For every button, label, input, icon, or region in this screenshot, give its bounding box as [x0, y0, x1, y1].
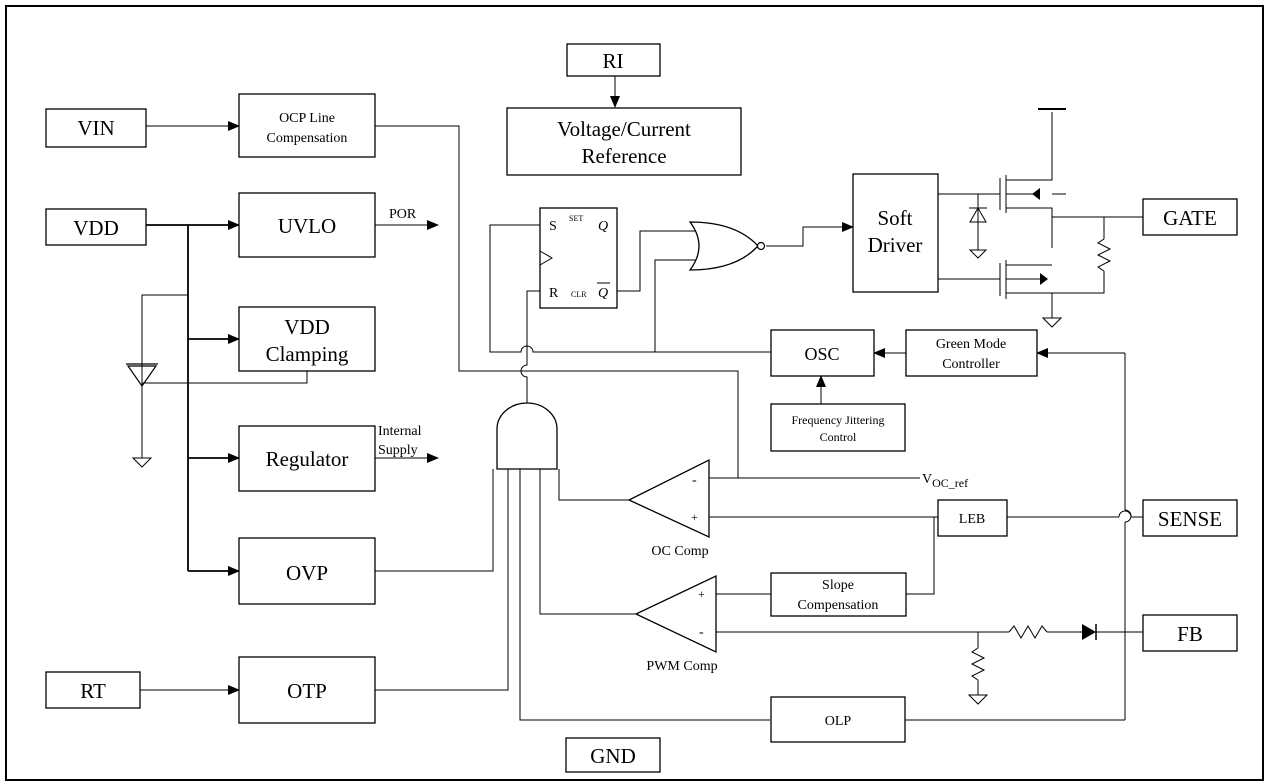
ff-q: Q: [598, 219, 608, 234]
vdd-clamp-line2: Clamping: [266, 342, 349, 366]
blocks: [45, 43, 1238, 773]
vref-line2: Reference: [581, 144, 666, 168]
ff-set: SET: [569, 214, 583, 223]
oc-minus: -: [692, 473, 697, 488]
pwm-comparator: [634, 574, 717, 654]
ovp-label: OVP: [286, 561, 328, 585]
por-label: POR: [389, 207, 417, 222]
pin-vin: VIN: [77, 116, 114, 140]
pin-sense: SENSE: [1158, 507, 1222, 531]
osc-label: OSC: [804, 344, 839, 364]
uvlo-label: UVLO: [278, 214, 336, 238]
and-gate: [496, 402, 558, 470]
slope-comp-line2: Compensation: [798, 598, 879, 613]
otp-label: OTP: [287, 679, 327, 703]
pin-gnd: GND: [590, 744, 636, 768]
vref-line1: Voltage/Current: [557, 117, 691, 141]
olp-label: OLP: [825, 714, 852, 729]
nor-gate: [688, 221, 759, 271]
pin-fb: FB: [1177, 622, 1203, 646]
vdd-clamp-line1: VDD: [284, 315, 330, 339]
wiring: [126, 76, 1143, 721]
freq-jitter-line1: Frequency Jittering: [792, 413, 885, 427]
ocp-line-label: OCP Line: [279, 111, 335, 126]
supply-label: Supply: [378, 443, 418, 458]
diagram-frame: [5, 5, 1264, 781]
regulator-label: Regulator: [266, 447, 349, 471]
nor-bubble: [756, 241, 766, 251]
soft-driver-line1: Soft: [877, 206, 912, 230]
ff-s: S: [549, 219, 557, 234]
pin-rt: RT: [80, 679, 106, 703]
ff-qbar: Q: [598, 286, 608, 301]
leb-label: LEB: [959, 512, 985, 527]
pwm-plus: +: [698, 587, 705, 601]
freq-jitter-line2: Control: [820, 430, 857, 444]
pwm-comp-label: PWM Comp: [646, 659, 717, 674]
pin-ri: RI: [603, 49, 624, 73]
ff-r: R: [549, 286, 559, 301]
soft-driver-line2: Driver: [868, 233, 923, 257]
pwm-minus: -: [699, 625, 704, 640]
pin-gate: GATE: [1163, 206, 1217, 230]
green-mode-line2: Controller: [942, 357, 1000, 372]
voc-ref-sub: OC_ref: [932, 476, 968, 490]
oc-comparator: [627, 458, 710, 539]
internal-label: Internal: [378, 424, 422, 439]
ocp-comp-label: Compensation: [267, 131, 348, 146]
ff-clr: CLR: [571, 290, 587, 299]
oc-comp-label: OC Comp: [651, 544, 708, 559]
labels: RI VIN VDD RT GND GATE SENSE FB OCP Line…: [73, 49, 1222, 768]
voc-ref-label: VOC_ref: [922, 472, 968, 490]
oc-plus: +: [691, 510, 698, 524]
pin-vdd: VDD: [73, 216, 119, 240]
voc-ref-main: V: [922, 472, 932, 487]
slope-comp-line1: Slope: [822, 578, 854, 593]
green-mode-line1: Green Mode: [936, 337, 1006, 352]
logic-gates: [496, 221, 766, 654]
